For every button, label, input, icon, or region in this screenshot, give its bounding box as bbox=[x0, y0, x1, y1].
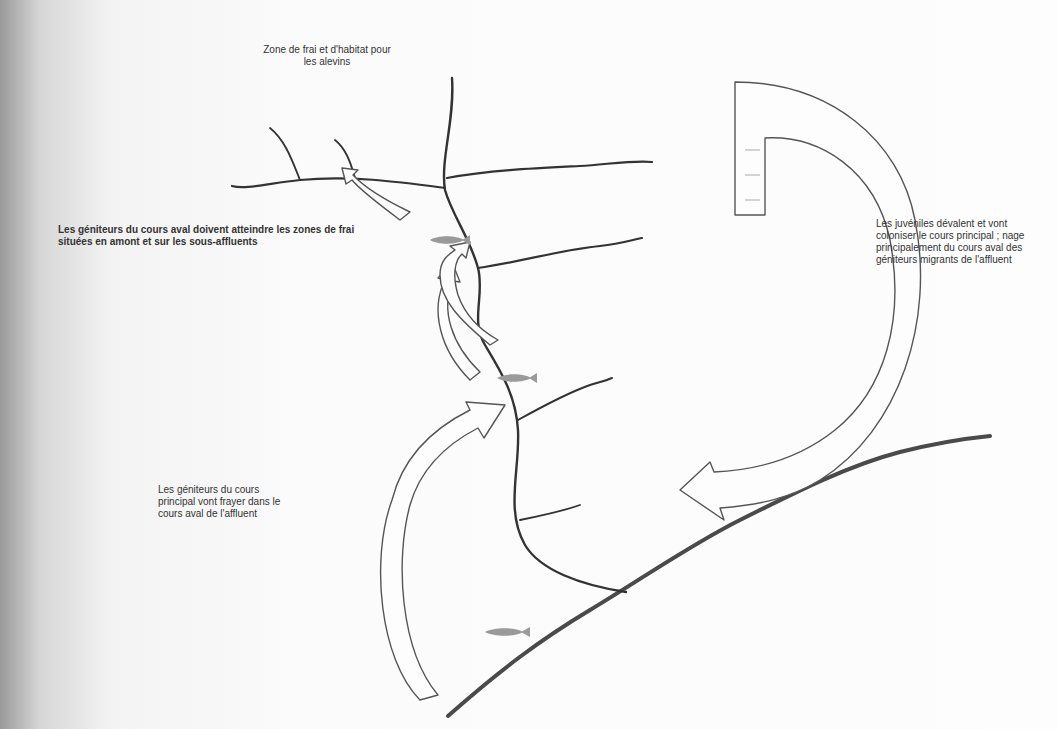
migration-note: Les géniteurs du cours principal vont fr… bbox=[158, 484, 286, 520]
migration-note: Les géniteurs du cours aval doivent atte… bbox=[58, 224, 388, 248]
spawning-zone-label: Zone de frai et d'habitat pour les alevi… bbox=[262, 44, 392, 68]
juvenile-note: Les juvéniles dévalent et vont coloniser… bbox=[876, 218, 1048, 266]
